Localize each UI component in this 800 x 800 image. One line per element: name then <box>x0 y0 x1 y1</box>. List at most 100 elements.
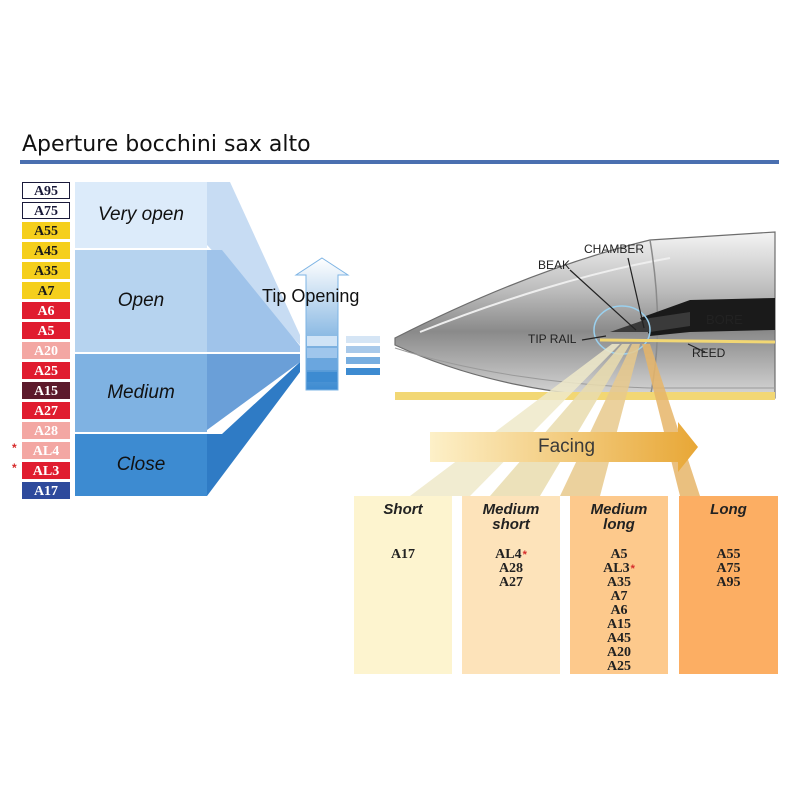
code-label: AL3 <box>32 464 60 479</box>
band-label: Very open <box>98 204 184 225</box>
code-label: A45 <box>33 244 59 259</box>
code-label: A75 <box>33 204 59 219</box>
facing-model-list: A5 AL3* A35 A7 A6 A15 A45 A20 A25 <box>570 548 668 674</box>
code-badge: A45 <box>22 242 70 259</box>
gap-bar-1 <box>346 336 380 343</box>
facing-heading: Long <box>710 501 747 518</box>
code-label: A5 <box>37 324 55 339</box>
band-label: Open <box>117 290 165 311</box>
code-star: * <box>12 461 17 475</box>
facing-model: A28 <box>498 561 524 576</box>
code-label: A6 <box>37 304 55 319</box>
band-label: Close <box>116 454 166 475</box>
facing-model-star: * <box>522 549 527 561</box>
facing-model-list: AL4* A28 A27 <box>462 548 560 590</box>
bore-label: BORE <box>706 312 743 327</box>
reed-line <box>599 338 776 344</box>
mouthpiece-code-list: A95 A75 A55 A45 A35 A7 A6 A5 A20 A25 A15… <box>12 182 70 502</box>
beak-leader <box>569 269 637 331</box>
title-underline <box>20 160 779 164</box>
code-badge: A75 <box>22 202 70 219</box>
tip-step-1 <box>307 336 337 346</box>
code-badge: A6 <box>22 302 70 319</box>
gap-bar-2 <box>346 346 380 353</box>
facing-arrow <box>430 422 698 472</box>
code-label: A55 <box>33 224 59 239</box>
code-badge: A35 <box>22 262 70 279</box>
code-label: A20 <box>33 344 59 359</box>
band-medium: Medium <box>75 354 207 432</box>
code-label: A27 <box>33 404 59 419</box>
code-badge: * AL3 <box>12 461 70 479</box>
tip-opening-bands: Very open Open Medium Close <box>75 182 207 496</box>
facing-model: A5 <box>610 547 628 562</box>
facing-short: Short A17 <box>354 496 452 674</box>
tip-opening-arrow <box>294 257 350 391</box>
facing-model: A75 <box>716 561 741 576</box>
facing-model: A17 <box>390 547 416 562</box>
code-badge: * AL4 <box>12 441 70 459</box>
code-badge: A95 <box>22 182 70 199</box>
tip-rail-label: TIP RAIL <box>528 332 577 346</box>
tip-step-2 <box>307 348 337 358</box>
code-badge: A27 <box>22 402 70 419</box>
facing-medium-short: Medium short AL4* A28 A27 <box>462 496 560 674</box>
code-badge: A28 <box>22 422 70 439</box>
facing-model: AL4 <box>495 547 522 562</box>
facing-model: A27 <box>498 575 524 590</box>
code-badge: A7 <box>22 282 70 299</box>
chamber-shape <box>610 312 690 332</box>
tip-step-4 <box>307 372 337 382</box>
chamber-leader <box>627 257 645 329</box>
facing-model-list: A17 <box>354 548 452 562</box>
code-label: AL4 <box>32 444 60 459</box>
facing-medium-long: Medium long A5 AL3* A35 A7 A6 A15 A45 A2… <box>570 496 668 674</box>
code-label: A7 <box>37 284 55 299</box>
mouthpiece-ridge <box>419 257 671 333</box>
band-very-open: Very open <box>75 182 207 248</box>
code-badge: A15 <box>22 382 70 399</box>
beak-label: BEAK <box>538 258 571 272</box>
facing-model-item: AL4* <box>462 548 560 562</box>
facing-model: AL3 <box>603 561 630 576</box>
code-star: * <box>12 441 17 455</box>
tip-step-3 <box>307 360 337 370</box>
code-badge: A25 <box>22 362 70 379</box>
code-label: A17 <box>33 484 59 499</box>
code-label: A95 <box>33 184 59 199</box>
band-close: Close <box>75 434 207 496</box>
facing-model-item: AL3* <box>570 562 668 576</box>
funnel-medium <box>207 354 300 430</box>
funnel-open <box>207 250 300 352</box>
band-open: Open <box>75 250 207 352</box>
facing-heading: Short <box>383 501 423 518</box>
code-badge: A55 <box>22 222 70 239</box>
facing-model: A25 <box>606 659 632 674</box>
funnel-close <box>207 362 300 496</box>
facing-model-list: A55 A75 A95 <box>679 548 778 590</box>
gap-bar-4 <box>346 368 380 375</box>
facing-model: A45 <box>606 631 632 646</box>
facing-model: A35 <box>606 575 632 590</box>
facing-model: A7 <box>610 589 628 604</box>
code-label: A35 <box>33 264 59 279</box>
reed-leader <box>687 343 706 353</box>
facing-model-star: * <box>630 563 635 575</box>
facing-model: A15 <box>606 617 632 632</box>
tip-opening-label: Tip Opening <box>262 286 360 306</box>
code-badge: A5 <box>22 322 70 339</box>
band-label: Medium <box>107 382 175 403</box>
facing-model: A55 <box>716 547 741 562</box>
mouthpiece-lower <box>394 347 775 389</box>
code-label: A25 <box>33 364 59 379</box>
facing-model: A6 <box>610 603 628 618</box>
code-badge: A17 <box>22 482 70 499</box>
code-label: A28 <box>33 424 59 439</box>
facing-model: A20 <box>606 645 632 660</box>
facing-heading: Medium short <box>482 501 540 533</box>
page-title: Aperture bocchini sax alto <box>22 132 311 157</box>
reed-label: REED <box>692 346 726 360</box>
chamber-label: CHAMBER <box>584 242 645 256</box>
facing-heading: Medium long <box>590 501 648 533</box>
